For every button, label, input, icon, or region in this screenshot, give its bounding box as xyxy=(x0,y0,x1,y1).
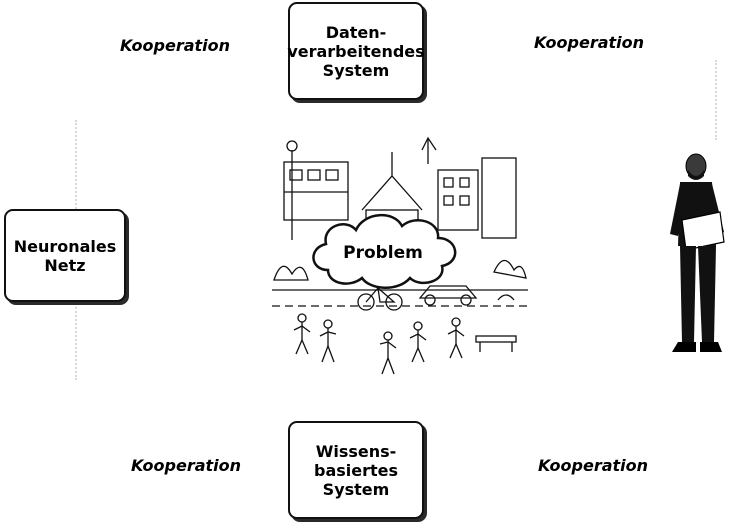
box-left-line-1: Neuronales xyxy=(13,236,117,256)
neural-network-box: Neuronales Netz xyxy=(4,209,126,302)
scan-edge-right xyxy=(715,60,717,140)
cooperation-label-top-right: Kooperation xyxy=(534,33,645,52)
cooperation-label-bottom-right: Kooperation xyxy=(538,456,649,475)
data-processing-system-box: Daten- verarbeitendes System xyxy=(287,2,425,100)
box-top-line-2: verarbeitendes xyxy=(287,41,425,61)
box-bottom-line-3: System xyxy=(322,479,390,499)
box-top-line-3: System xyxy=(322,60,390,80)
man-holding-papers-icon xyxy=(670,153,725,352)
cooperation-label-top-left: Kooperation xyxy=(120,36,231,55)
box-top-line-1: Daten- xyxy=(325,22,387,42)
city-street-scene-illustration: Problem xyxy=(272,136,528,375)
problem-label: Problem xyxy=(343,243,423,263)
cooperation-label-bottom-left: Kooperation xyxy=(131,456,242,475)
problem-cloud xyxy=(312,213,457,289)
box-bottom-line-1: Wissens- xyxy=(315,441,397,461)
box-left-line-2: Netz xyxy=(44,255,86,275)
box-bottom-line-2: basiertes xyxy=(313,460,399,480)
knowledge-based-system-box: Wissens- basiertes System xyxy=(288,421,424,519)
